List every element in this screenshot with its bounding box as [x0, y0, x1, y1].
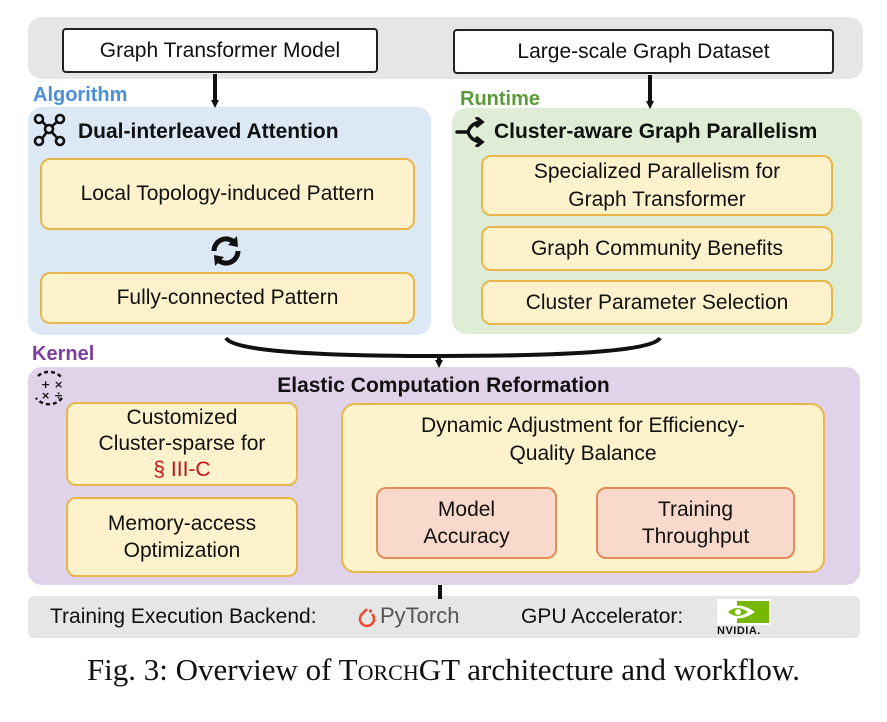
caption-name-first: T: [338, 652, 358, 687]
memory-access-line1: Memory-access: [107, 511, 257, 535]
cluster-parameter-label: Cluster Parameter Selection: [525, 290, 789, 314]
pytorch-flame-icon: [358, 608, 376, 628]
graph-dataset-label: Large-scale Graph Dataset: [517, 39, 770, 63]
runtime-title: Cluster-aware Graph Parallelism: [494, 120, 818, 143]
specialized-parallelism-box: Specialized Parallelism for Graph Transf…: [481, 155, 833, 216]
model-accuracy-line2: Accuracy: [423, 525, 510, 548]
community-benefits-box: Graph Community Benefits: [481, 226, 833, 271]
specialized-parallelism-line2: Graph Transformer: [568, 187, 746, 211]
caption-prefix: Fig. 3: Overview of: [86, 652, 339, 687]
graph-transformer-model-label: Graph Transformer Model: [99, 38, 341, 62]
cluster-sparse-box: Customized Cluster-sparse for § III-C: [66, 402, 298, 486]
section-reference-link[interactable]: § III-C: [153, 458, 211, 482]
memory-access-line2: Optimization: [123, 539, 241, 562]
interleave-cycle-icon: [211, 236, 241, 266]
dynamic-adjustment-line1: Dynamic Adjustment for Efficiency-: [420, 414, 746, 437]
training-throughput-box: Training Throughput: [596, 487, 795, 559]
dynamic-adjustment-line2: Quality Balance: [509, 442, 657, 466]
math-operators-icon: + × × ÷: [35, 370, 63, 406]
algorithm-tag: Algorithm: [33, 84, 128, 106]
graph-dataset-box: Large-scale Graph Dataset: [453, 29, 834, 74]
kernel-tag: Kernel: [32, 343, 95, 365]
gpu-accelerator-label: GPU Accelerator:: [521, 605, 684, 628]
fully-connected-pattern-box: Fully-connected Pattern: [40, 272, 415, 324]
pytorch-logo-text: PyTorch: [380, 603, 460, 628]
graph-nodes-icon: [33, 113, 66, 147]
caption-name-smallcaps: orch: [357, 652, 419, 687]
cluster-parameter-box: Cluster Parameter Selection: [481, 280, 833, 325]
runtime-to-kernel-curve: [439, 336, 662, 358]
caption-name-rest: GT: [418, 652, 460, 687]
algorithm-title: Dual-interleaved Attention: [78, 120, 339, 143]
specialized-parallelism-line1: Specialized Parallelism for: [533, 160, 781, 184]
runtime-tag: Runtime: [460, 88, 540, 110]
graph-transformer-model-box: Graph Transformer Model: [62, 28, 378, 73]
training-backend-label: Training Execution Backend:: [50, 605, 317, 628]
local-pattern-box: Local Topology-induced Pattern: [40, 158, 415, 230]
community-benefits-label: Graph Community Benefits: [530, 236, 784, 260]
model-accuracy-line1: Model: [437, 497, 496, 521]
branch-split-icon: [455, 117, 485, 147]
nvidia-eye-logo-icon: [717, 599, 771, 625]
fully-connected-pattern-label: Fully-connected Pattern: [116, 286, 339, 310]
figure-caption: Fig. 3: Overview of TorchGT architecture…: [0, 652, 887, 688]
cluster-sparse-line2: Cluster-sparse for: [98, 431, 266, 455]
training-throughput-line1: Training: [657, 497, 734, 521]
svg-text:+ ×: + ×: [41, 378, 63, 391]
cluster-sparse-line1: Customized: [126, 405, 238, 429]
nvidia-logo-text: NVIDIA.: [717, 625, 761, 637]
algorithm-to-kernel-curve: [224, 336, 439, 358]
svg-text:× ÷: × ÷: [41, 389, 63, 402]
training-throughput-line2: Throughput: [641, 525, 750, 548]
memory-access-box: Memory-access Optimization: [66, 497, 298, 577]
dynamic-adjustment-text: Dynamic Adjustment for Efficiency- Quali…: [341, 412, 825, 469]
kernel-title: Elastic Computation Reformation: [277, 374, 610, 397]
model-accuracy-box: Model Accuracy: [376, 487, 557, 559]
caption-suffix: architecture and workflow.: [459, 652, 801, 687]
local-pattern-label: Local Topology-induced Pattern: [80, 182, 375, 206]
